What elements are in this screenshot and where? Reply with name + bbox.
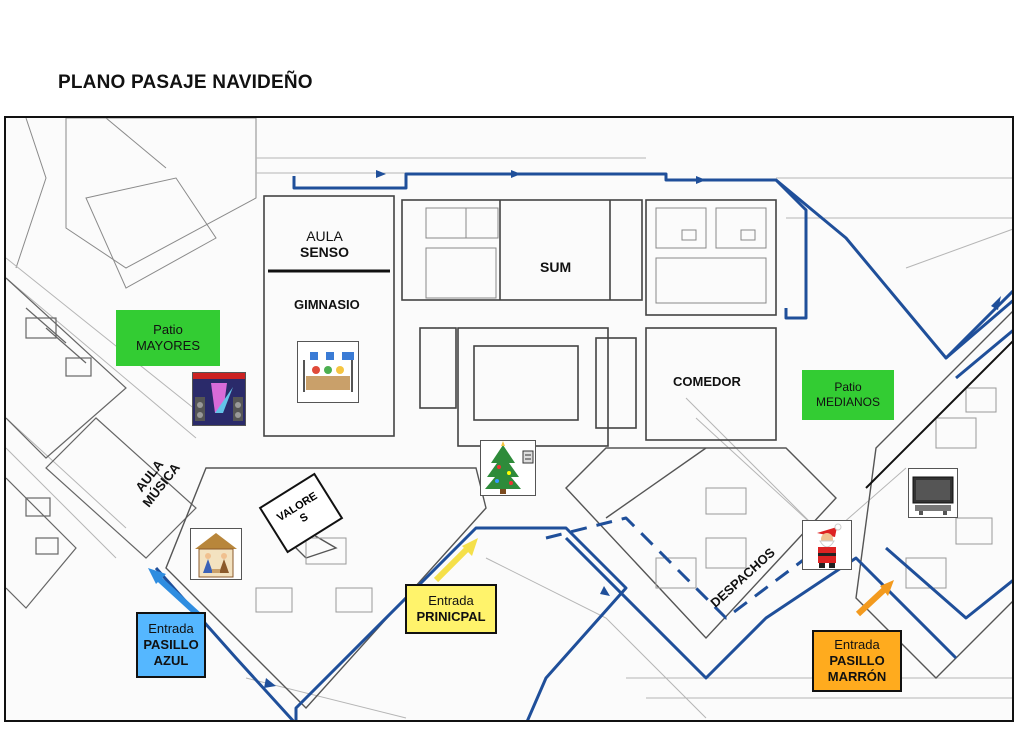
patio-mayores-line1: Patio — [153, 321, 183, 337]
arrow-marron-head — [880, 580, 894, 596]
valores-line1: VALORE — [274, 489, 320, 524]
room-label-aula-senso: AULA SENSO — [300, 228, 349, 260]
floor-plan-drawing — [6, 118, 1012, 720]
entrada-principal-line2: PRINICPAL — [416, 609, 486, 624]
entrada-principal: Entrada PRINICPAL — [405, 584, 497, 634]
sports-court — [15, 118, 257, 289]
aula-senso-line2: SENSO — [300, 244, 350, 261]
entrada-pasillo-marron: Entrada PASILLO MARRÓN — [812, 630, 902, 692]
entrada-azul-line3: AZUL — [153, 653, 189, 669]
room-label-sum: SUM — [540, 259, 572, 275]
patio-mayores-line2: MAYORES — [135, 338, 201, 353]
patio-mayores: Patio MAYORES — [116, 310, 220, 366]
patio-medianos-line1: Patio — [834, 380, 862, 394]
entrada-marron-line3: MARRÓN — [827, 669, 887, 685]
route-arrowheads — [264, 170, 1001, 688]
arrow-azul-head — [148, 568, 166, 584]
entrada-marron-line1: Entrada — [834, 636, 880, 652]
valores-line2: S — [297, 511, 311, 526]
arrow-principal-head — [462, 538, 478, 556]
entrada-pasillo-azul: Entrada PASILLO AZUL — [136, 612, 206, 678]
santa-claus-icon — [802, 520, 852, 570]
upper-room-details — [425, 207, 767, 304]
television-icon — [908, 468, 958, 518]
left-wing-rooms — [6, 277, 197, 609]
room-label-comedor: COMEDOR — [673, 374, 741, 389]
entrada-azul-line1: Entrada — [148, 620, 194, 636]
room-label-gimnasio: GIMNASIO — [294, 297, 360, 312]
aula-senso-line1: AULA — [306, 228, 343, 244]
entrada-azul-line2: PASILLO — [143, 636, 199, 652]
main-building-walls — [263, 195, 777, 447]
separator-line — [865, 340, 1012, 489]
entrada-marron-line2: PASILLO — [829, 652, 885, 668]
market-stall-icon — [297, 341, 359, 403]
page-title: PLANO PASAJE NAVIDEÑO — [58, 72, 313, 93]
nativity-icon — [190, 528, 242, 580]
patio-medianos: Patio MEDIANOS — [802, 370, 894, 420]
stage-speakers-icon — [192, 372, 246, 426]
arrow-marron — [855, 585, 889, 617]
arrow-principal — [433, 543, 473, 583]
christmas-tree-icon — [480, 440, 536, 496]
patio-medianos-line2: MEDIANOS — [815, 395, 880, 409]
lower-room-details — [255, 387, 997, 613]
entrada-principal-line1: Entrada — [428, 592, 474, 608]
